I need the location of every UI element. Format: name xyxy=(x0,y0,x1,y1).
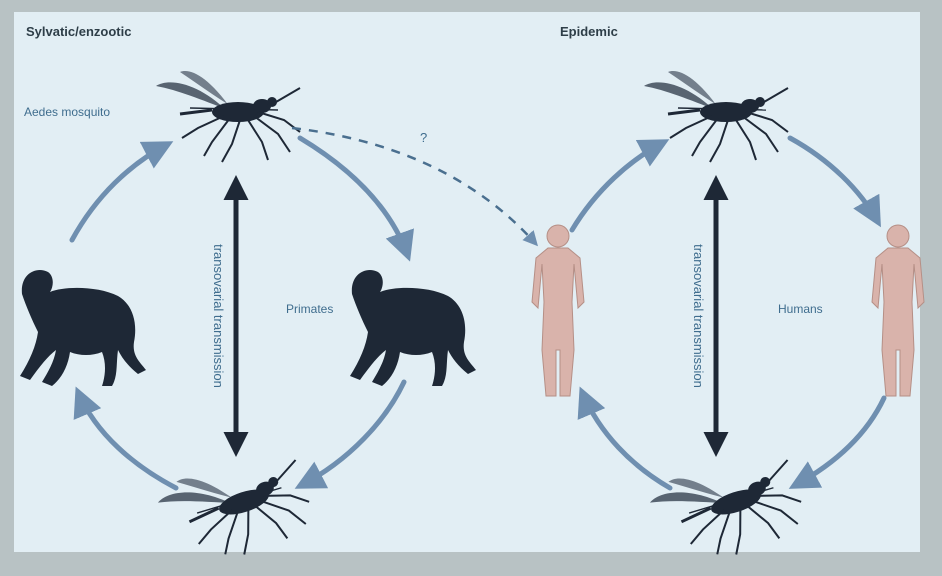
sylvatic-panel-title: Sylvatic/enzootic xyxy=(26,24,131,39)
epidemic-panel-title: Epidemic xyxy=(560,24,618,39)
aedes-mosquito-label: Aedes mosquito xyxy=(24,105,110,119)
transovarial-transmission-label: transovarial transmission xyxy=(211,244,226,388)
spillover-question-mark: ? xyxy=(420,130,427,145)
humans-label: Humans xyxy=(778,302,823,316)
transovarial-transmission-label: transovarial transmission xyxy=(691,244,706,388)
primates-label: Primates xyxy=(286,302,333,316)
